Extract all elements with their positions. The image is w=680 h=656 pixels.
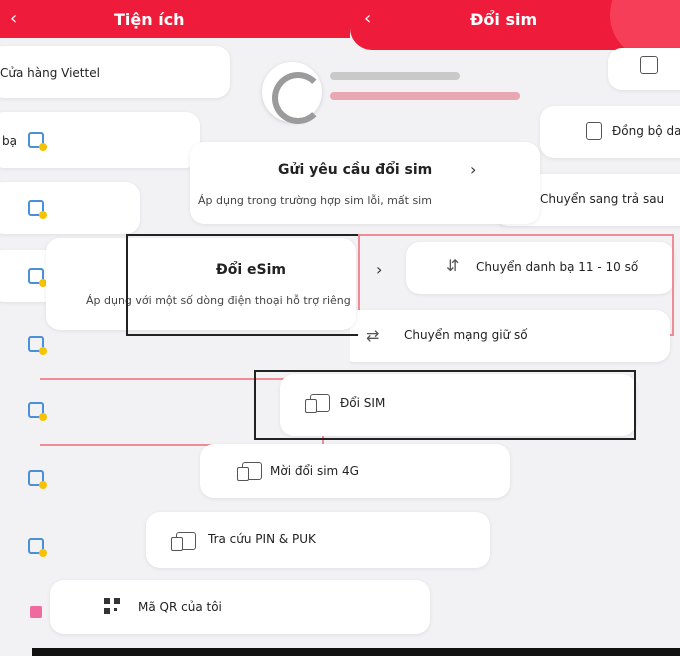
list-item-label: Cửa hàng Viettel (0, 66, 100, 80)
bottom-edge (32, 648, 680, 656)
phone-number-blurred (330, 72, 460, 80)
option-subtitle: Áp dụng với một số dòng điện thoại hỗ tr… (86, 294, 351, 307)
list-item-convert-contacts[interactable]: ⇵ Chuyển danh bạ 11 - 10 số (406, 242, 674, 294)
sim-swap-icon (305, 394, 330, 413)
list-item-label: Mời đổi sim 4G (270, 464, 359, 478)
qr-code-icon (30, 606, 42, 618)
list-item-viettel-store[interactable]: Cửa hàng Viettel (0, 46, 230, 98)
back-icon[interactable]: ‹ (10, 8, 18, 29)
list-item-keep-number[interactable]: ⇄ Chuyển mạng giữ số (350, 310, 670, 362)
list-item-label: Tra cứu PIN & PUK (208, 532, 316, 546)
sim-4g-icon (28, 470, 47, 489)
overlay-layer: Gửi yêu cầu đổi sim Áp dụng trong trường… (40, 0, 640, 656)
list-item-label: Đổi SIM (340, 396, 386, 410)
list-item-label: Mã QR của tôi (138, 600, 222, 614)
option-title: Đổi eSim (216, 262, 286, 278)
back-icon[interactable]: ‹ (364, 8, 372, 29)
contacts-icon (28, 132, 47, 151)
page-title: Đổi sim (470, 10, 538, 29)
list-item-label: Chuyển danh bạ 11 - 10 số (476, 260, 639, 274)
sim-4g-icon (237, 462, 262, 481)
list-item-label: bạ (2, 134, 17, 148)
list-item-label: Chuyển sang trả sau (540, 192, 665, 206)
qr-code-icon (104, 598, 120, 614)
subscription-blurred (330, 92, 520, 100)
sim-icon (28, 336, 47, 355)
list-item-my-qr[interactable]: Mã QR của tôi (50, 580, 430, 634)
keep-number-icon: ⇄ (366, 326, 380, 345)
cloud-icon (640, 56, 658, 74)
avatar (262, 62, 324, 124)
option-title: Gửi yêu cầu đổi sim (278, 162, 433, 178)
list-item-label: Đồng bộ danh (612, 124, 680, 138)
pin-puk-icon (171, 532, 196, 551)
list-item-invite-4g[interactable]: Mời đổi sim 4G (200, 444, 510, 498)
sim-swap-icon[interactable] (28, 402, 47, 421)
sync-contacts-icon (586, 122, 602, 140)
list-item-label: Chuyển mạng giữ số (404, 328, 528, 342)
list-item[interactable] (608, 48, 680, 90)
list-item-sim-swap[interactable]: Đổi SIM (280, 374, 636, 436)
transfer-icon (28, 200, 47, 219)
pin-puk-icon (28, 538, 47, 557)
list-item-sync-contacts[interactable]: Đồng bộ danh (540, 106, 680, 158)
convert-icon: ⇵ (446, 256, 460, 275)
option-sim-swap-request[interactable]: Gửi yêu cầu đổi sim Áp dụng trong trường… (190, 142, 540, 224)
option-esim[interactable]: Đổi eSim Áp dụng với một số dòng điện th… (46, 238, 382, 330)
left-header: ‹ Tiện ích (0, 0, 360, 38)
phone-icon (28, 268, 47, 287)
list-item-pin-puk[interactable]: Tra cứu PIN & PUK (146, 512, 490, 568)
list-item-contacts[interactable]: bạ (0, 112, 200, 168)
chevron-right-icon: › (376, 260, 383, 279)
option-subtitle: Áp dụng trong trường hợp sim lỗi, mất si… (198, 194, 432, 207)
page-title: Tiện ích (114, 10, 185, 29)
list-item[interactable] (0, 182, 140, 234)
chevron-right-icon: › (470, 160, 477, 179)
